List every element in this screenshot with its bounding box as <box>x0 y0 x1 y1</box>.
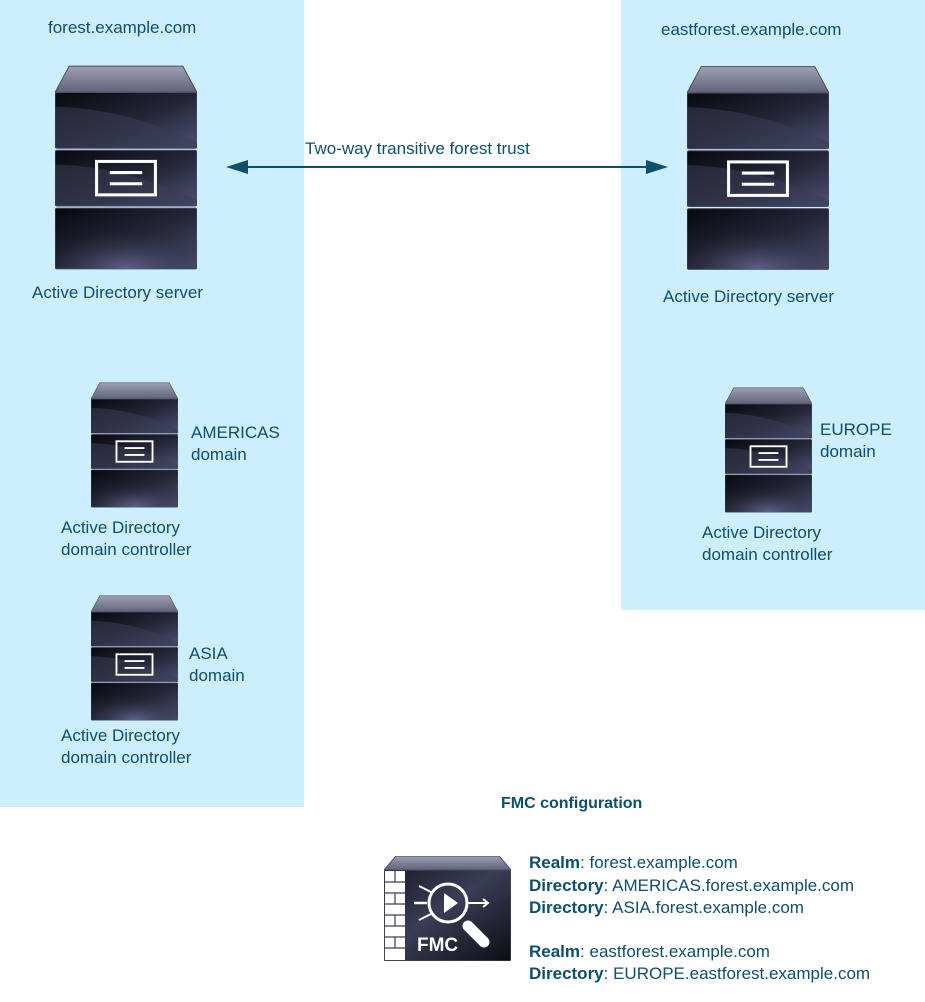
fmc-appliance-icon: FMC <box>384 856 511 961</box>
server-icon <box>91 382 178 508</box>
domain-name: ASIA domain <box>189 644 245 685</box>
domain-controller-label: Active Directory domain controller <box>61 518 192 559</box>
config-entry: Realm: forest.example.com <box>529 853 738 872</box>
config-entry: Realm: eastforest.example.com <box>529 941 770 961</box>
server-icon <box>687 65 829 271</box>
forest-name: eastforest.example.com <box>661 20 842 39</box>
server-label: Active Directory server <box>663 287 834 306</box>
config-entry: Directory: AMERICAS.forest.example.com <box>529 875 855 895</box>
bidirectional-arrow-icon <box>226 160 668 174</box>
forest-name: forest.example.com <box>48 18 197 37</box>
fmc-config-title: FMC configuration <box>501 795 643 812</box>
server-icon <box>725 387 812 513</box>
config-entry: Directory: ASIA.forest.example.com <box>529 898 804 917</box>
server-icon <box>55 65 197 270</box>
domain-controller-label: Active Directory domain controller <box>702 523 833 564</box>
svg-text:FMC: FMC <box>417 935 458 956</box>
config-entry: Directory: EUROPE.eastforest.example.com <box>529 964 871 983</box>
domain-name: EUROPE domain <box>820 420 892 461</box>
trust-label: Two-way transitive forest trust <box>305 139 530 158</box>
domain-name: AMERICAS domain <box>191 423 280 464</box>
domain-controller-label: Active Directory domain controller <box>61 726 192 767</box>
server-icon <box>91 595 178 721</box>
server-label: Active Directory server <box>32 283 203 302</box>
fmc-config-list: Realm: forest.example.com Directory: AME… <box>529 852 870 986</box>
